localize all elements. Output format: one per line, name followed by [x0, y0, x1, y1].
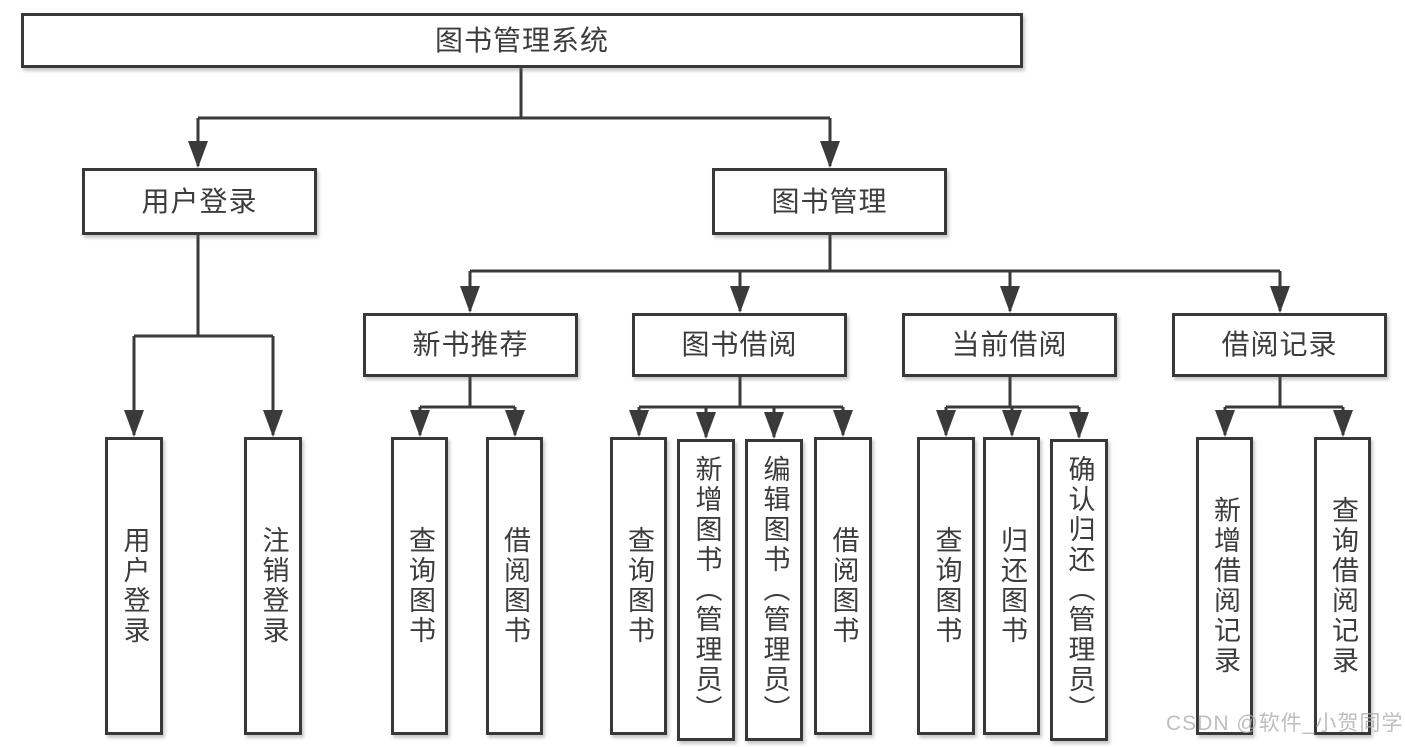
node-leaf-query-books-3: 查询图书 — [917, 437, 975, 735]
node-leaf-logout: 注销登录 — [244, 437, 302, 735]
node-label: 图书管理系统 — [434, 24, 609, 56]
csdn-watermark: CSDN @软件_小贺同学 — [1166, 712, 1404, 735]
node-label: 用户登录 — [141, 185, 258, 217]
node-library-management-system: 图书管理系统 — [21, 13, 1023, 68]
node-leaf-borrow-books-2: 借阅图书 — [814, 437, 872, 735]
node-label: 查询图书 — [931, 526, 962, 646]
node-new-book-recommend: 新书推荐 — [363, 313, 578, 377]
node-leaf-add-books-admin: 新增图书（管理员） — [677, 439, 735, 741]
node-label: 新增图书（管理员） — [691, 455, 722, 725]
node-label: 当前借阅 — [951, 329, 1068, 360]
node-label: 用户登录 — [119, 526, 150, 646]
node-label: 图书借阅 — [681, 329, 798, 360]
node-borrowing-records: 借阅记录 — [1172, 313, 1387, 377]
node-label: 借阅记录 — [1221, 329, 1338, 360]
node-label: 确认归还（管理员） — [1064, 455, 1095, 725]
node-label: 图书管理 — [771, 185, 888, 217]
node-leaf-return-books: 归还图书 — [983, 437, 1040, 735]
node-label: 借阅图书 — [828, 526, 859, 646]
node-user-login: 用户登录 — [82, 168, 317, 235]
node-book-borrowing: 图书借阅 — [632, 313, 847, 377]
node-leaf-borrow-books-1: 借阅图书 — [486, 437, 543, 735]
node-label: 归还图书 — [997, 526, 1027, 646]
node-book-management: 图书管理 — [712, 168, 947, 235]
node-label: 新书推荐 — [412, 329, 529, 360]
node-leaf-add-borrow-record: 新增借阅记录 — [1196, 437, 1253, 735]
node-current-borrowing: 当前借阅 — [902, 313, 1117, 377]
node-leaf-query-books-2: 查询图书 — [610, 437, 667, 735]
node-leaf-user-login: 用户登录 — [105, 437, 163, 735]
node-label: 查询图书 — [624, 526, 654, 646]
node-leaf-query-borrow-record: 查询借阅记录 — [1314, 437, 1371, 735]
node-label: 借阅图书 — [500, 526, 530, 646]
node-leaf-confirm-return-admin: 确认归还（管理员） — [1050, 439, 1108, 741]
node-label: 查询借阅记录 — [1328, 496, 1358, 676]
node-label: 注销登录 — [258, 526, 289, 646]
node-label: 查询图书 — [405, 526, 435, 646]
node-label: 编辑图书（管理员） — [759, 455, 790, 725]
node-label: 新增借阅记录 — [1210, 496, 1240, 676]
node-leaf-edit-books-admin: 编辑图书（管理员） — [745, 439, 803, 741]
node-leaf-query-books-1: 查询图书 — [391, 437, 448, 735]
